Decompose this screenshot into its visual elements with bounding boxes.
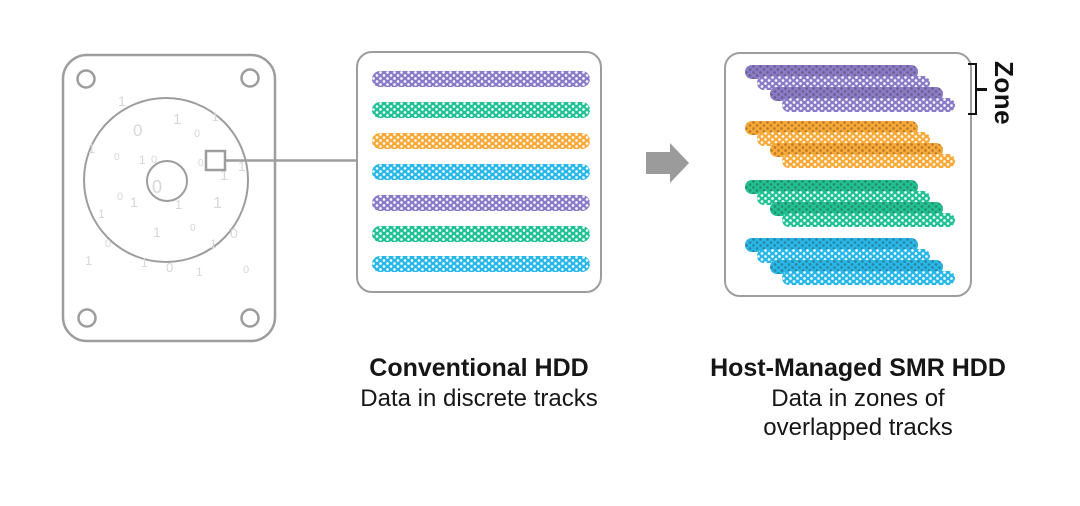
- overlapped-track-green: [757, 191, 930, 205]
- binary-digit: 1: [153, 224, 161, 240]
- binary-digit: 0: [198, 158, 204, 169]
- overlapped-track-orange: [745, 121, 918, 135]
- overlapped-track-purple: [745, 65, 918, 79]
- binary-digit: 1: [173, 111, 181, 128]
- mount-hole-top-right: [240, 68, 260, 88]
- overlapped-track-cyan: [757, 249, 930, 263]
- spindle-circle: [146, 160, 188, 202]
- zone-purple: [745, 65, 957, 113]
- overlapped-track-purple: [770, 87, 943, 101]
- binary-digit: 0: [117, 191, 123, 203]
- binary-digit: 1: [210, 237, 217, 251]
- smr-zone-box: [724, 52, 972, 297]
- track-green: [372, 102, 590, 118]
- conventional-caption: Conventional HDD Data in discrete tracks: [309, 353, 649, 413]
- overlapped-track-purple: [782, 98, 955, 112]
- platter-circle: [83, 97, 249, 263]
- overlapped-track-purple: [757, 76, 930, 90]
- zone-cyan: [745, 238, 957, 286]
- track-purple: [372, 195, 590, 211]
- binary-digit: 0: [151, 154, 157, 166]
- overlapped-track-orange: [782, 154, 955, 168]
- binary-digit: 0: [152, 177, 162, 197]
- binary-digit: 1: [98, 207, 105, 221]
- binary-digit: 0: [243, 264, 249, 276]
- binary-digit: 1: [141, 256, 148, 270]
- track-cyan: [372, 164, 590, 180]
- zoom-region-square: [204, 149, 227, 172]
- binary-digit: 1: [196, 265, 203, 279]
- binary-digit: 0: [190, 223, 196, 234]
- binary-digit: 1: [220, 167, 228, 184]
- zone-bracket-tick: [976, 88, 987, 91]
- mount-hole-bottom-left: [77, 308, 97, 328]
- binary-digit: 0: [194, 128, 200, 140]
- overlapped-track-green: [782, 213, 955, 227]
- overlapped-track-orange: [770, 143, 943, 157]
- binary-digit: 0: [105, 238, 111, 250]
- binary-digit: 1: [139, 153, 146, 167]
- binary-digit: 1: [175, 197, 182, 212]
- binary-digit: 1: [88, 141, 95, 156]
- binary-digit: 1: [130, 194, 138, 210]
- binary-digit: 1: [85, 253, 92, 268]
- overlapped-track-orange: [757, 132, 930, 146]
- overlapped-track-cyan: [770, 260, 943, 274]
- mount-hole-bottom-right: [240, 308, 260, 328]
- track-purple: [372, 71, 590, 87]
- track-cyan: [372, 256, 590, 272]
- track-green: [372, 226, 590, 242]
- zone-green: [745, 180, 957, 228]
- hdd-case: [61, 53, 277, 343]
- zone-orange: [745, 121, 957, 169]
- conventional-title: Conventional HDD: [369, 354, 589, 382]
- smr-title: Host-Managed SMR HDD: [710, 354, 1006, 382]
- binary-digit: 1: [212, 110, 219, 124]
- overlapped-track-green: [745, 180, 918, 194]
- overlapped-track-cyan: [782, 271, 955, 285]
- overlapped-track-green: [770, 202, 943, 216]
- binary-digit: 1: [238, 158, 246, 174]
- binary-digit: 0: [230, 225, 238, 241]
- overlapped-track-cyan: [745, 238, 918, 252]
- smr-caption: Host-Managed SMR HDD Data in zones of ov…: [688, 353, 1028, 442]
- right-arrow-icon: [646, 143, 689, 183]
- binary-digit: 0: [133, 121, 142, 140]
- conventional-track-box: [356, 51, 602, 293]
- zone-label: Zone: [989, 60, 1019, 126]
- binary-digit: 1: [118, 93, 126, 109]
- track-orange: [372, 133, 590, 149]
- smr-subtitle-line1: Data in zones of: [771, 385, 945, 412]
- conventional-subtitle: Data in discrete tracks: [360, 385, 598, 412]
- mount-hole-top-left: [76, 69, 96, 89]
- binary-digit: 0: [166, 260, 173, 275]
- binary-digit: 0: [114, 152, 120, 163]
- binary-digit: 1: [213, 195, 222, 212]
- smr-subtitle-line2: overlapped tracks: [763, 414, 953, 441]
